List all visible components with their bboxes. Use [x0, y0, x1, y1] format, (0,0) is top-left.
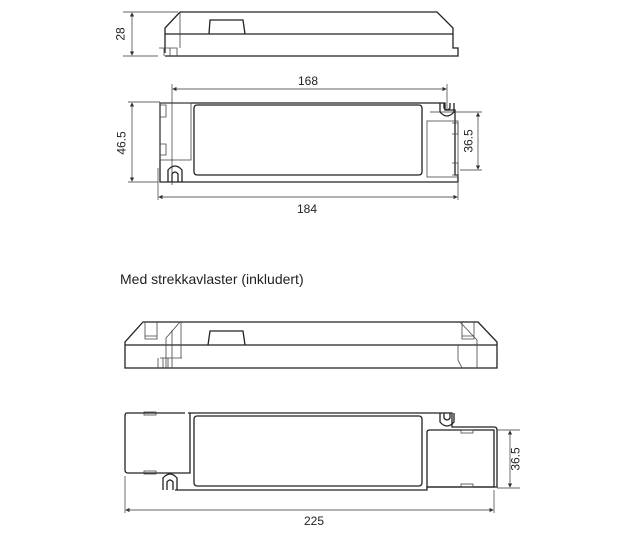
connector-width-dimension-label: 36.5 [461, 129, 476, 153]
plan-view [128, 84, 482, 200]
plan-view-strain-relief [124, 411, 520, 513]
side-view-basic [123, 11, 459, 57]
strain-relief-caption: Med strekkavlaster (inkludert) [120, 271, 304, 287]
inner-length-dimension-label: 168 [298, 74, 319, 88]
strain-relief-connector-width-label: 36.5 [508, 447, 523, 471]
height-dimension-label: 28 [113, 27, 128, 41]
total-length-dimension-label: 184 [297, 202, 318, 216]
side-view-strain-relief [124, 321, 498, 369]
strain-relief-total-length-label: 225 [304, 514, 325, 528]
width-dimension-label: 46.5 [114, 131, 129, 155]
